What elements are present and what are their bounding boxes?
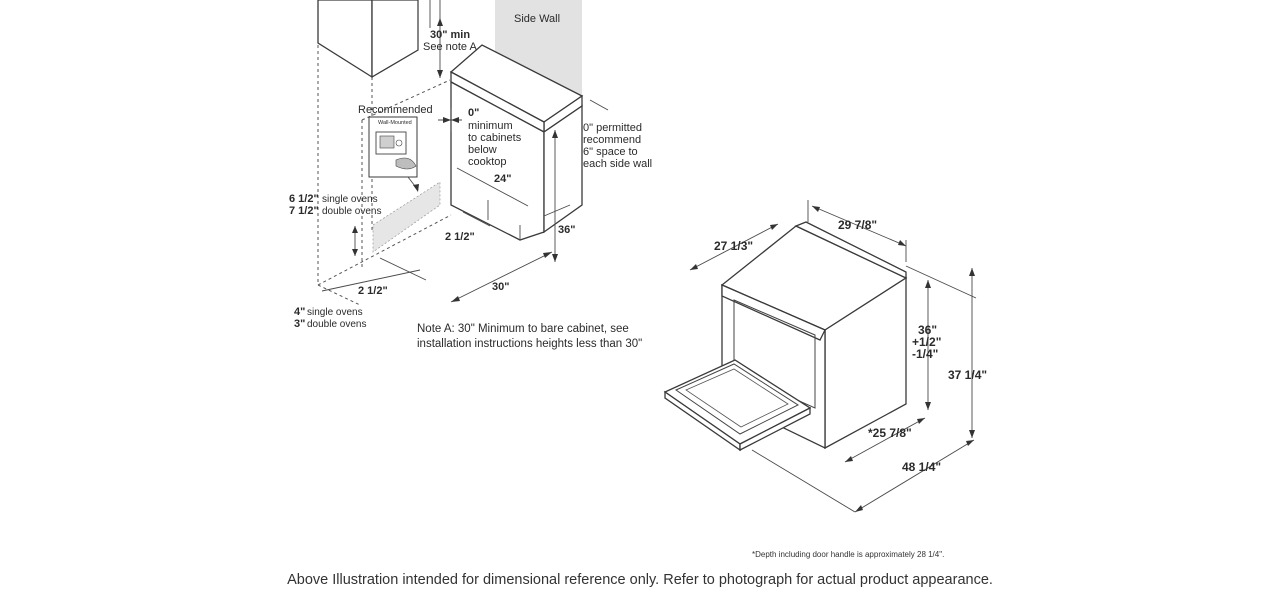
note-a-line-2: installation instructions heights less t… (417, 338, 642, 350)
side-wall-permitted-2: recommend (583, 134, 641, 146)
upper-cabinet (317, 0, 441, 79)
six-half-single-ovens: single ovens (322, 194, 378, 205)
range-depth-label: 27 1/3" (714, 239, 753, 253)
range-backguard (794, 221, 907, 280)
dim-2-half-left-label: 2 1/2" (358, 285, 388, 297)
wall-mounted-inset: Wall-Mounted (368, 116, 418, 178)
range-control-strip (721, 284, 826, 341)
zero-minimum-label: 0" (468, 107, 479, 119)
zero-minimum-text-4: cooktop (468, 156, 507, 168)
range-depth-star-label: *25 7/8" (868, 426, 912, 440)
side-wall-permitted-4: each side wall (583, 158, 652, 170)
four-single-ovens: single ovens (307, 307, 363, 318)
side-wall-permitted-3: 6" space to (583, 146, 638, 158)
anti-tip-zone (372, 181, 441, 253)
range-height-plus-label: +1/2" (912, 335, 941, 349)
seven-half-double-ovens: double ovens (322, 206, 382, 217)
zero-minimum-text-2: to cabinets (468, 132, 522, 144)
side-wall-permitted-1: 0" permitted (583, 122, 642, 134)
dim-6-half-label: 6 1/2" (289, 193, 319, 205)
range-door-open-depth-label: 48 1/4" (902, 460, 941, 474)
zero-minimum-text-3: below (468, 144, 497, 156)
cabinet-30-min-label: 30" min (430, 29, 470, 41)
recommended-label: Recommended (358, 104, 433, 116)
zero-minimum-text-1: minimum (468, 120, 513, 132)
depth-footnote: *Depth including door handle is approxim… (752, 550, 945, 559)
dim-24-label: 24" (494, 173, 511, 185)
three-double-ovens: double ovens (307, 319, 367, 330)
range-overall-height-label: 37 1/4" (948, 368, 987, 382)
range-dimension-drawing: 29 7/8" 27 1/3" 36" +1/2" -1/4" (663, 200, 987, 513)
dim-4-label: 4" (294, 306, 305, 318)
dim-7-half-label: 7 1/2" (289, 205, 319, 217)
note-a-line-1: Note A: 30" Minimum to bare cabinet, see (417, 323, 629, 335)
installation-clearance-drawing: Side Wall 30" min See note A (289, 0, 652, 350)
open-oven-door (663, 359, 812, 452)
dim-36-label: 36" (558, 224, 575, 236)
side-wall-label: Side Wall (514, 13, 560, 25)
dim-2-half-right-label: 2 1/2" (445, 231, 475, 243)
range-height-minus-label: -1/4" (912, 347, 938, 361)
range-height-36-label: 36" (918, 323, 937, 337)
range-width-label: 29 7/8" (838, 218, 877, 232)
see-note-a-label: See note A (423, 41, 477, 53)
dim-3-label: 3" (294, 318, 305, 330)
dim-30-label: 30" (492, 281, 509, 293)
illustration-caption: Above Illustration intended for dimensio… (287, 572, 993, 588)
wall-mounted-label: Wall-Mounted (378, 120, 412, 126)
